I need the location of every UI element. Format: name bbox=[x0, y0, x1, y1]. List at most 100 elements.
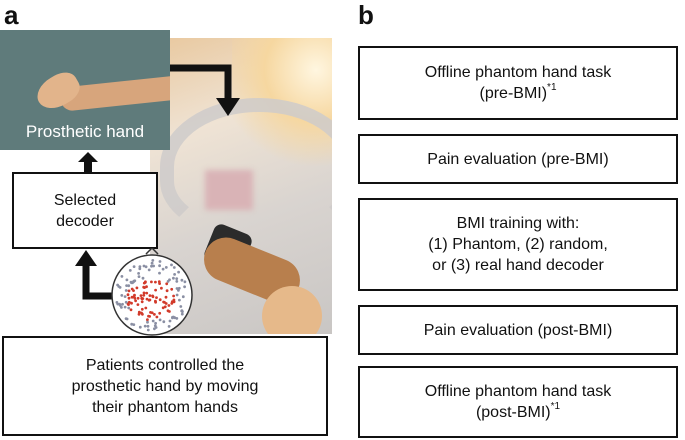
electrode-dot bbox=[158, 264, 161, 268]
electrode-dot bbox=[127, 300, 131, 304]
electrode-dot bbox=[146, 328, 150, 332]
electrode-dot bbox=[162, 300, 165, 304]
electrode-dot bbox=[132, 265, 136, 268]
electrode-dot bbox=[146, 318, 149, 322]
electrode-dot bbox=[130, 295, 134, 299]
electrode-dot bbox=[125, 278, 129, 282]
eeg-to-decoder-arrow-icon bbox=[75, 250, 114, 300]
electrode-dot bbox=[147, 314, 150, 318]
panel-label-b: b bbox=[358, 0, 374, 30]
step-offline-task-post-box: Offline phantom hand task (post-BMI)*1 bbox=[358, 366, 678, 438]
electrode-dot bbox=[164, 295, 168, 299]
eeg-head-icon bbox=[111, 248, 193, 336]
electrode-dot bbox=[137, 272, 140, 275]
electrode-dot bbox=[137, 310, 141, 314]
electrode-dot bbox=[115, 301, 119, 304]
electrode-dot bbox=[175, 277, 179, 280]
electrode-dot bbox=[164, 266, 168, 269]
electrode-dot bbox=[154, 299, 157, 303]
electrode-dot bbox=[145, 297, 149, 301]
step-offline-task-pre-box: Offline phantom hand task (pre-BMI)*1 bbox=[358, 46, 678, 120]
electrode-dot bbox=[140, 311, 143, 315]
electrode-dot bbox=[151, 259, 155, 262]
prosthetic-hand-label: Prosthetic hand bbox=[25, 122, 145, 141]
electrode-dot bbox=[154, 321, 157, 325]
electrode-dot bbox=[180, 278, 184, 282]
electrode-dot bbox=[180, 312, 184, 316]
electrode-dot bbox=[175, 287, 179, 290]
electrode-dot bbox=[152, 264, 155, 268]
electrode-dot bbox=[126, 293, 130, 297]
electrode-dot bbox=[139, 294, 143, 297]
electrode-dot bbox=[172, 294, 175, 298]
electrode-dot bbox=[157, 280, 161, 284]
electrode-dot bbox=[172, 298, 176, 302]
step-5-text: Offline phantom hand task (post-BMI)*1 bbox=[424, 383, 612, 421]
patients-description-box: Patients controlled the prosthetic hand … bbox=[2, 336, 328, 436]
electrode-dot bbox=[168, 319, 172, 323]
step-2-text: Pain evaluation (pre-BMI) bbox=[427, 150, 609, 168]
electrode-dot bbox=[144, 265, 148, 269]
step-pain-post-box: Pain evaluation (post-BMI) bbox=[358, 305, 678, 355]
electrode-dot bbox=[142, 264, 146, 268]
electrode-dot bbox=[167, 325, 171, 328]
electrode-dot bbox=[140, 297, 144, 301]
electrode-dot bbox=[171, 315, 174, 319]
electrode-dot bbox=[170, 263, 173, 267]
electrode-dot bbox=[141, 276, 145, 280]
electrode-dot bbox=[138, 325, 142, 329]
electrode-dot bbox=[127, 306, 131, 310]
electrode-dot bbox=[165, 289, 169, 293]
electrode-dot bbox=[154, 280, 157, 284]
electrode-dot bbox=[121, 302, 124, 306]
electrode-dot bbox=[123, 295, 127, 298]
electrode-dot bbox=[120, 294, 124, 297]
electrode-dot bbox=[116, 283, 119, 287]
electrode-dot bbox=[151, 319, 155, 323]
electrode-dot bbox=[164, 302, 168, 305]
electrode-dot bbox=[179, 305, 183, 308]
electrode-dot bbox=[127, 289, 131, 293]
electrode-dot bbox=[120, 275, 124, 278]
electrode-dot bbox=[166, 280, 170, 283]
electrode-dot bbox=[138, 265, 142, 268]
electrode-dot bbox=[118, 304, 122, 307]
electrode-dot bbox=[137, 312, 141, 316]
electrode-dot bbox=[150, 261, 154, 265]
electrode-dot bbox=[142, 291, 146, 295]
electrode-dot bbox=[147, 298, 151, 302]
electrode-dot bbox=[136, 296, 140, 300]
electrode-dot bbox=[163, 305, 167, 309]
electrode-dot bbox=[134, 299, 137, 303]
electrode-dot bbox=[158, 298, 162, 302]
electrode-dot bbox=[125, 284, 128, 287]
electrode-dot bbox=[129, 280, 133, 284]
electrode-dot bbox=[140, 300, 144, 304]
electrode-dot bbox=[124, 289, 128, 292]
electrode-dot bbox=[146, 324, 150, 328]
prosthetic-hand-image: Prosthetic hand bbox=[0, 30, 170, 150]
electrode-dot bbox=[161, 267, 165, 271]
electrode-dot bbox=[145, 291, 149, 295]
electrode-dot bbox=[151, 295, 155, 299]
electrode-dot bbox=[153, 313, 156, 316]
electrode-dot bbox=[123, 305, 127, 309]
electrode-dot bbox=[181, 295, 185, 299]
electrode-dot bbox=[158, 311, 162, 315]
electrode-dot bbox=[167, 304, 171, 307]
electrode-dot bbox=[135, 286, 139, 290]
electrode-dot bbox=[160, 286, 163, 290]
electrode-dot bbox=[180, 309, 184, 313]
electrode-dot bbox=[170, 287, 174, 291]
electrode-dot bbox=[165, 282, 169, 286]
step-pain-pre-box: Pain evaluation (pre-BMI) bbox=[358, 134, 678, 184]
step-1-text: Offline phantom hand task (pre-BMI)*1 bbox=[424, 64, 612, 102]
electrode-dot bbox=[147, 268, 151, 272]
electrode-dot bbox=[177, 286, 181, 290]
electrode-dot bbox=[133, 279, 137, 283]
electrode-dot bbox=[150, 280, 153, 284]
selected-decoder-box: Selected decoder bbox=[12, 172, 158, 249]
up-arrow-icon bbox=[78, 152, 98, 172]
electrode-dot bbox=[146, 320, 149, 324]
electrode-dot bbox=[153, 324, 157, 328]
